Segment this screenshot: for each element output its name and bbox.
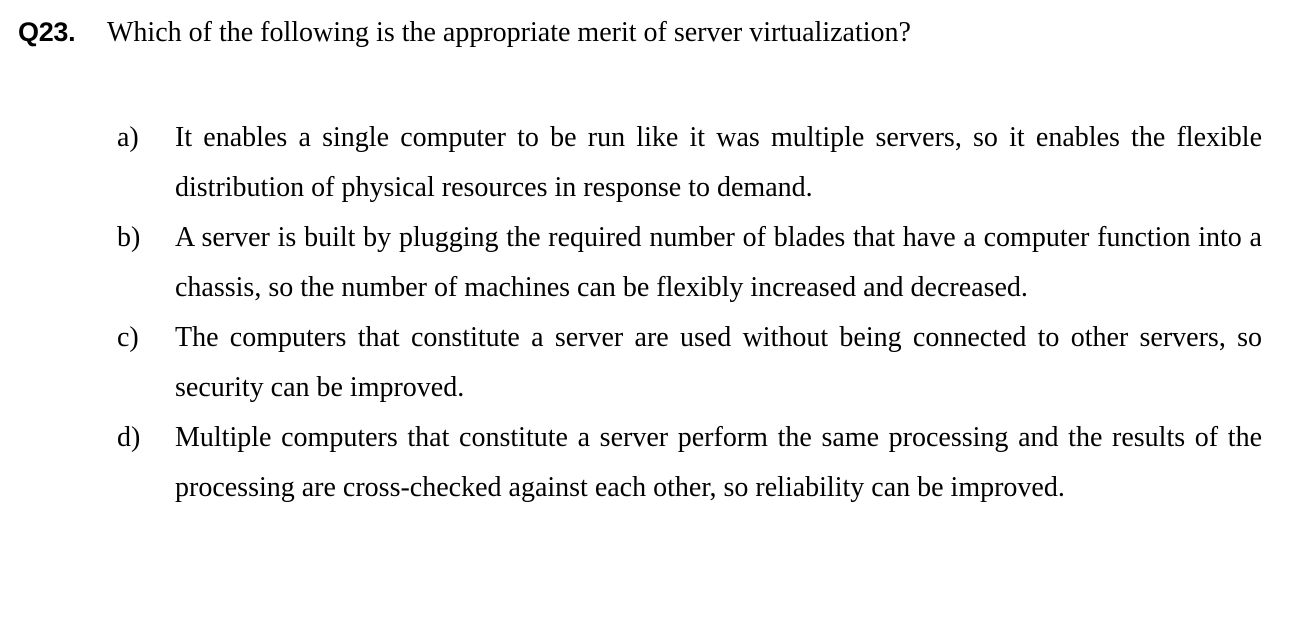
option-c-text: The computers that constitute a server a… [175, 322, 1262, 403]
option-a-label: a) [117, 122, 139, 153]
option-d-label: d) [117, 422, 141, 453]
question-stem-text: Which of the following is the appropriat… [107, 17, 911, 48]
option-a-text: It enables a single computer to be run l… [175, 122, 1262, 203]
question-header: Q23. Which of the following is the appro… [0, 14, 1298, 51]
option-b[interactable]: b) A server is built by plugging the req… [0, 213, 1298, 313]
option-c[interactable]: c) The computers that constitute a serve… [0, 313, 1298, 413]
option-d-text: Multiple computers that constitute a ser… [175, 422, 1262, 503]
option-c-label: c) [117, 322, 139, 353]
option-b-label: b) [117, 222, 141, 253]
answer-options-list: a) It enables a single computer to be ru… [0, 113, 1298, 513]
option-a[interactable]: a) It enables a single computer to be ru… [0, 113, 1298, 213]
option-b-text: A server is built by plugging the requir… [175, 222, 1262, 303]
option-d[interactable]: d) Multiple computers that constitute a … [0, 413, 1298, 513]
question-number-label: Q23. [18, 17, 76, 47]
